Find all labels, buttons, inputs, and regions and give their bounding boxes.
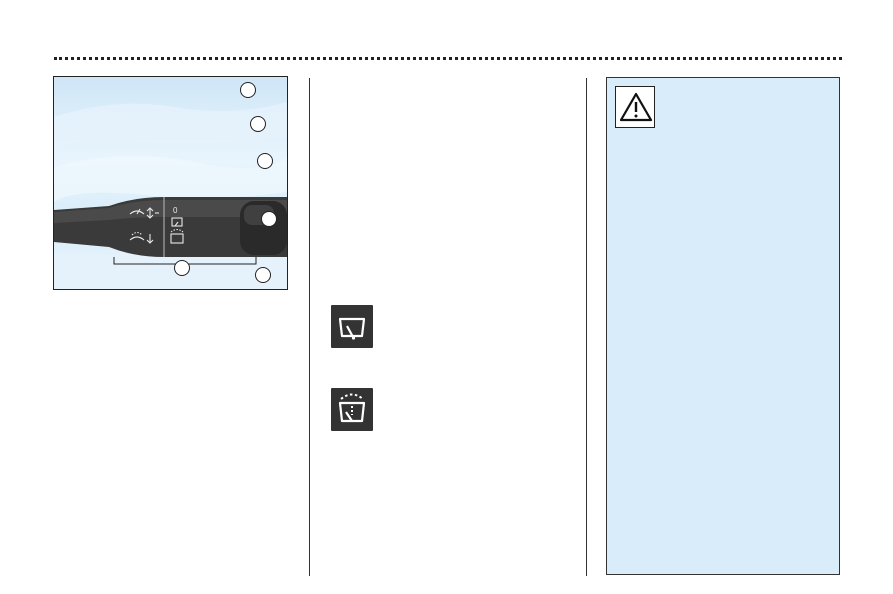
wiper-stalk-figure: 0: [53, 76, 288, 290]
column-divider-left: [309, 78, 310, 576]
warning-triangle-icon: [615, 86, 655, 128]
callout-circle-4: [261, 211, 277, 227]
off-position-label: 0: [173, 206, 178, 215]
warning-panel: [606, 77, 840, 575]
callout-circle-3: [257, 153, 273, 169]
header-dotted-rule: [54, 57, 842, 60]
front-wiper-intermittent-icon: [331, 388, 373, 431]
callout-circle-5: [174, 260, 190, 276]
wiper-stalk-illustration: 0: [54, 102, 287, 289]
callout-circle-1: [240, 82, 256, 98]
callout-circle-2: [250, 116, 266, 132]
callout-circle-6: [255, 267, 271, 283]
column-divider-right: [586, 78, 587, 576]
front-wiper-icon: [331, 305, 373, 348]
